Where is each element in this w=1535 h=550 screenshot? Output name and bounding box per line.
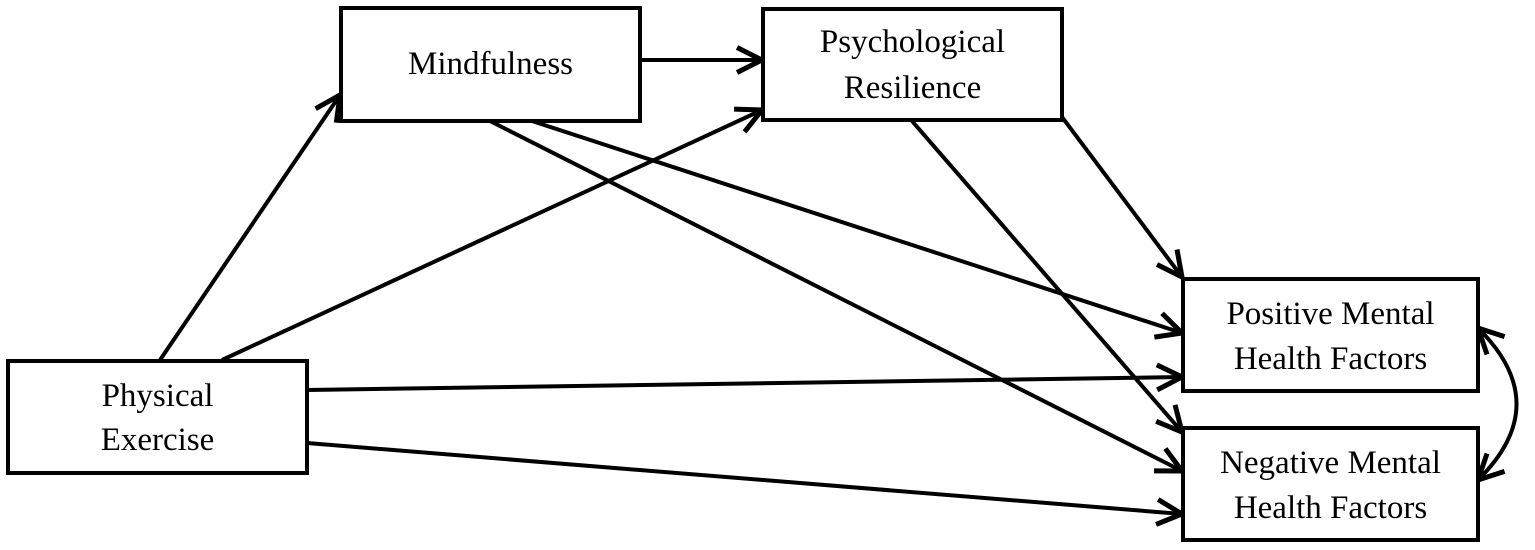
node-psychological-resilience: Psychological Resilience bbox=[761, 7, 1064, 122]
node-resilience-label-line1: Psychological bbox=[820, 24, 1005, 60]
node-physical-exercise: Physical Exercise bbox=[6, 359, 309, 475]
edge-exercise-to-positive bbox=[306, 377, 1182, 390]
edge-exercise-to-resilience bbox=[221, 110, 762, 362]
node-positive-mental-health: Positive Mental Health Factors bbox=[1181, 277, 1480, 393]
node-negative-label-line1: Negative Mental bbox=[1220, 445, 1441, 481]
node-negative-mental-health: Negative Mental Health Factors bbox=[1181, 426, 1480, 542]
edge-mindfulness-to-negative bbox=[489, 119, 1182, 471]
edge-mindfulness-to-positive bbox=[531, 119, 1182, 333]
node-mindfulness-label: Mindfulness bbox=[408, 46, 573, 82]
edge-positive-negative-covariance bbox=[1478, 328, 1519, 480]
edge-resilience-to-positive bbox=[1060, 115, 1182, 277]
node-mindfulness: Mindfulness bbox=[339, 6, 642, 123]
edge-exercise-to-mindfulness bbox=[158, 95, 340, 362]
node-positive-label-line1: Positive Mental bbox=[1226, 296, 1434, 332]
node-exercise-label-line1: Physical bbox=[102, 378, 214, 414]
edge-exercise-to-negative bbox=[306, 441, 1182, 514]
node-exercise-label-line2: Exercise bbox=[101, 422, 215, 458]
edge-resilience-to-negative bbox=[910, 119, 1182, 432]
node-positive-label-line2: Health Factors bbox=[1234, 341, 1427, 377]
node-negative-label-line2: Health Factors bbox=[1234, 490, 1427, 526]
node-resilience-label-line2: Resilience bbox=[844, 70, 981, 106]
